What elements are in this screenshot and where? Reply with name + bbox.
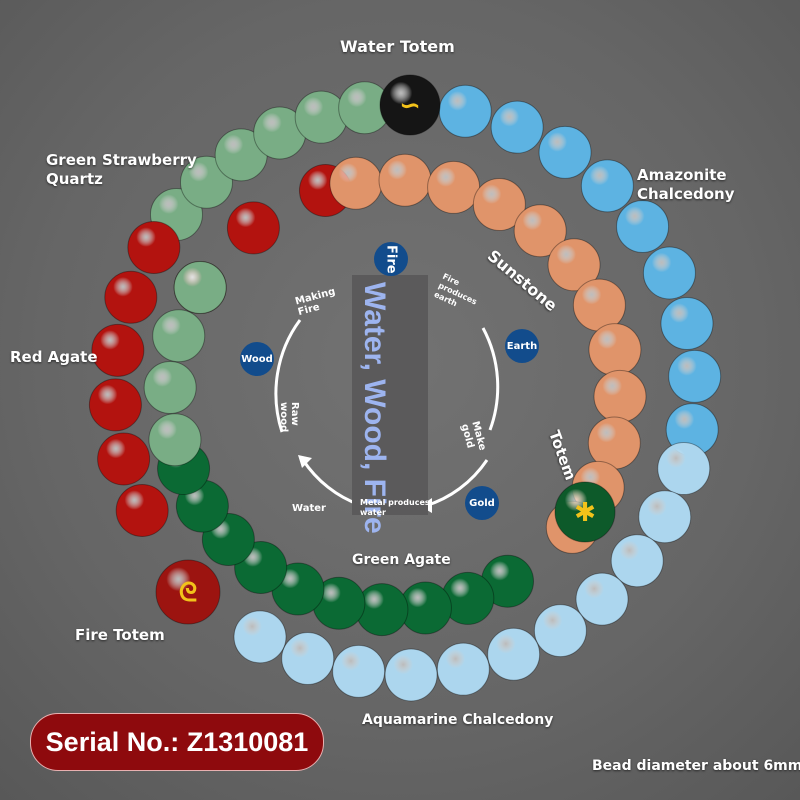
node-water: Water — [292, 502, 326, 514]
aquamarine-chalcedony-bead — [281, 631, 335, 685]
amazonite-chalcedony-bead — [660, 296, 714, 350]
green-strawberry-quartz-bead — [152, 309, 206, 363]
sunstone-bead — [427, 160, 481, 214]
amazonite-chalcedony-bead — [668, 349, 722, 403]
label-fire-totem: Fire Totem — [75, 626, 165, 644]
aquamarine-chalcedony-bead — [384, 648, 438, 702]
node-earth: Earth — [505, 329, 539, 363]
label-water-totem: Water Totem — [340, 37, 455, 56]
aquamarine-chalcedony-bead — [436, 642, 490, 696]
label-red-agate: Red Agate — [10, 348, 98, 366]
label-amazonite-chalcedony: Amazonite Chalcedony — [637, 166, 735, 203]
red-agate-bead — [91, 323, 145, 377]
node-fire: Fire — [374, 242, 408, 276]
amazonite-chalcedony-bead — [490, 100, 544, 154]
green-strawberry-quartz-bead — [179, 155, 233, 209]
center-band — [352, 275, 428, 515]
aquamarine-chalcedony-bead — [533, 604, 587, 658]
aquamarine-chalcedony-bead — [487, 627, 541, 681]
label-bead-diameter: Bead diameter about 6mm — [592, 758, 800, 774]
red-agate-bead — [127, 221, 181, 274]
aquamarine-chalcedony-bead — [332, 644, 386, 698]
water-totem-bead — [379, 74, 441, 136]
red-agate-bead — [88, 378, 142, 432]
label-green-agate: Green Agate — [352, 552, 451, 568]
amazonite-chalcedony-bead — [642, 246, 696, 300]
water-totem-bead-glyph: ∽ — [399, 91, 421, 121]
aquamarine-chalcedony-bead — [657, 442, 711, 496]
center-title: Water, Wood, Fire — [358, 282, 391, 534]
red-agate-bead — [104, 270, 158, 324]
aquamarine-chalcedony-bead — [575, 572, 629, 626]
node-wood: Wood — [240, 342, 274, 376]
sunstone-bead — [547, 238, 601, 292]
label-aquamarine-chalcedony: Aquamarine Chalcedony — [362, 712, 554, 728]
green-strawberry-quartz-bead — [173, 261, 227, 314]
serial-number-badge: Serial No.: Z1310081 — [30, 713, 324, 771]
fire-totem-bead-glyph: ᘓ — [179, 578, 197, 608]
totem-bead-glyph: ✱ — [574, 498, 596, 528]
red-agate-bead — [226, 201, 280, 255]
label-green-strawberry-quartz: Green Strawberry Quartz — [46, 151, 197, 188]
amazonite-chalcedony-bead — [538, 125, 592, 179]
arrow-raw-wood: Raw wood — [278, 402, 300, 433]
sunstone-bead — [472, 178, 526, 232]
totem-bead — [554, 481, 616, 543]
amazonite-chalcedony-bead — [616, 200, 670, 254]
fire-totem-bead — [155, 559, 221, 625]
arrow-metal-produces-water: Metal produces water — [360, 498, 430, 517]
amazonite-chalcedony-bead — [580, 159, 634, 213]
green-strawberry-quartz-bead — [143, 360, 197, 414]
aquamarine-chalcedony-bead — [610, 534, 664, 588]
aquamarine-chalcedony-bead — [638, 490, 692, 544]
red-agate-bead — [97, 432, 151, 486]
green-strawberry-quartz-bead — [148, 413, 202, 467]
sunstone-bead — [513, 204, 567, 258]
red-agate-bead — [115, 483, 169, 537]
aquamarine-chalcedony-bead — [233, 610, 287, 664]
node-gold: Gold — [465, 486, 499, 520]
